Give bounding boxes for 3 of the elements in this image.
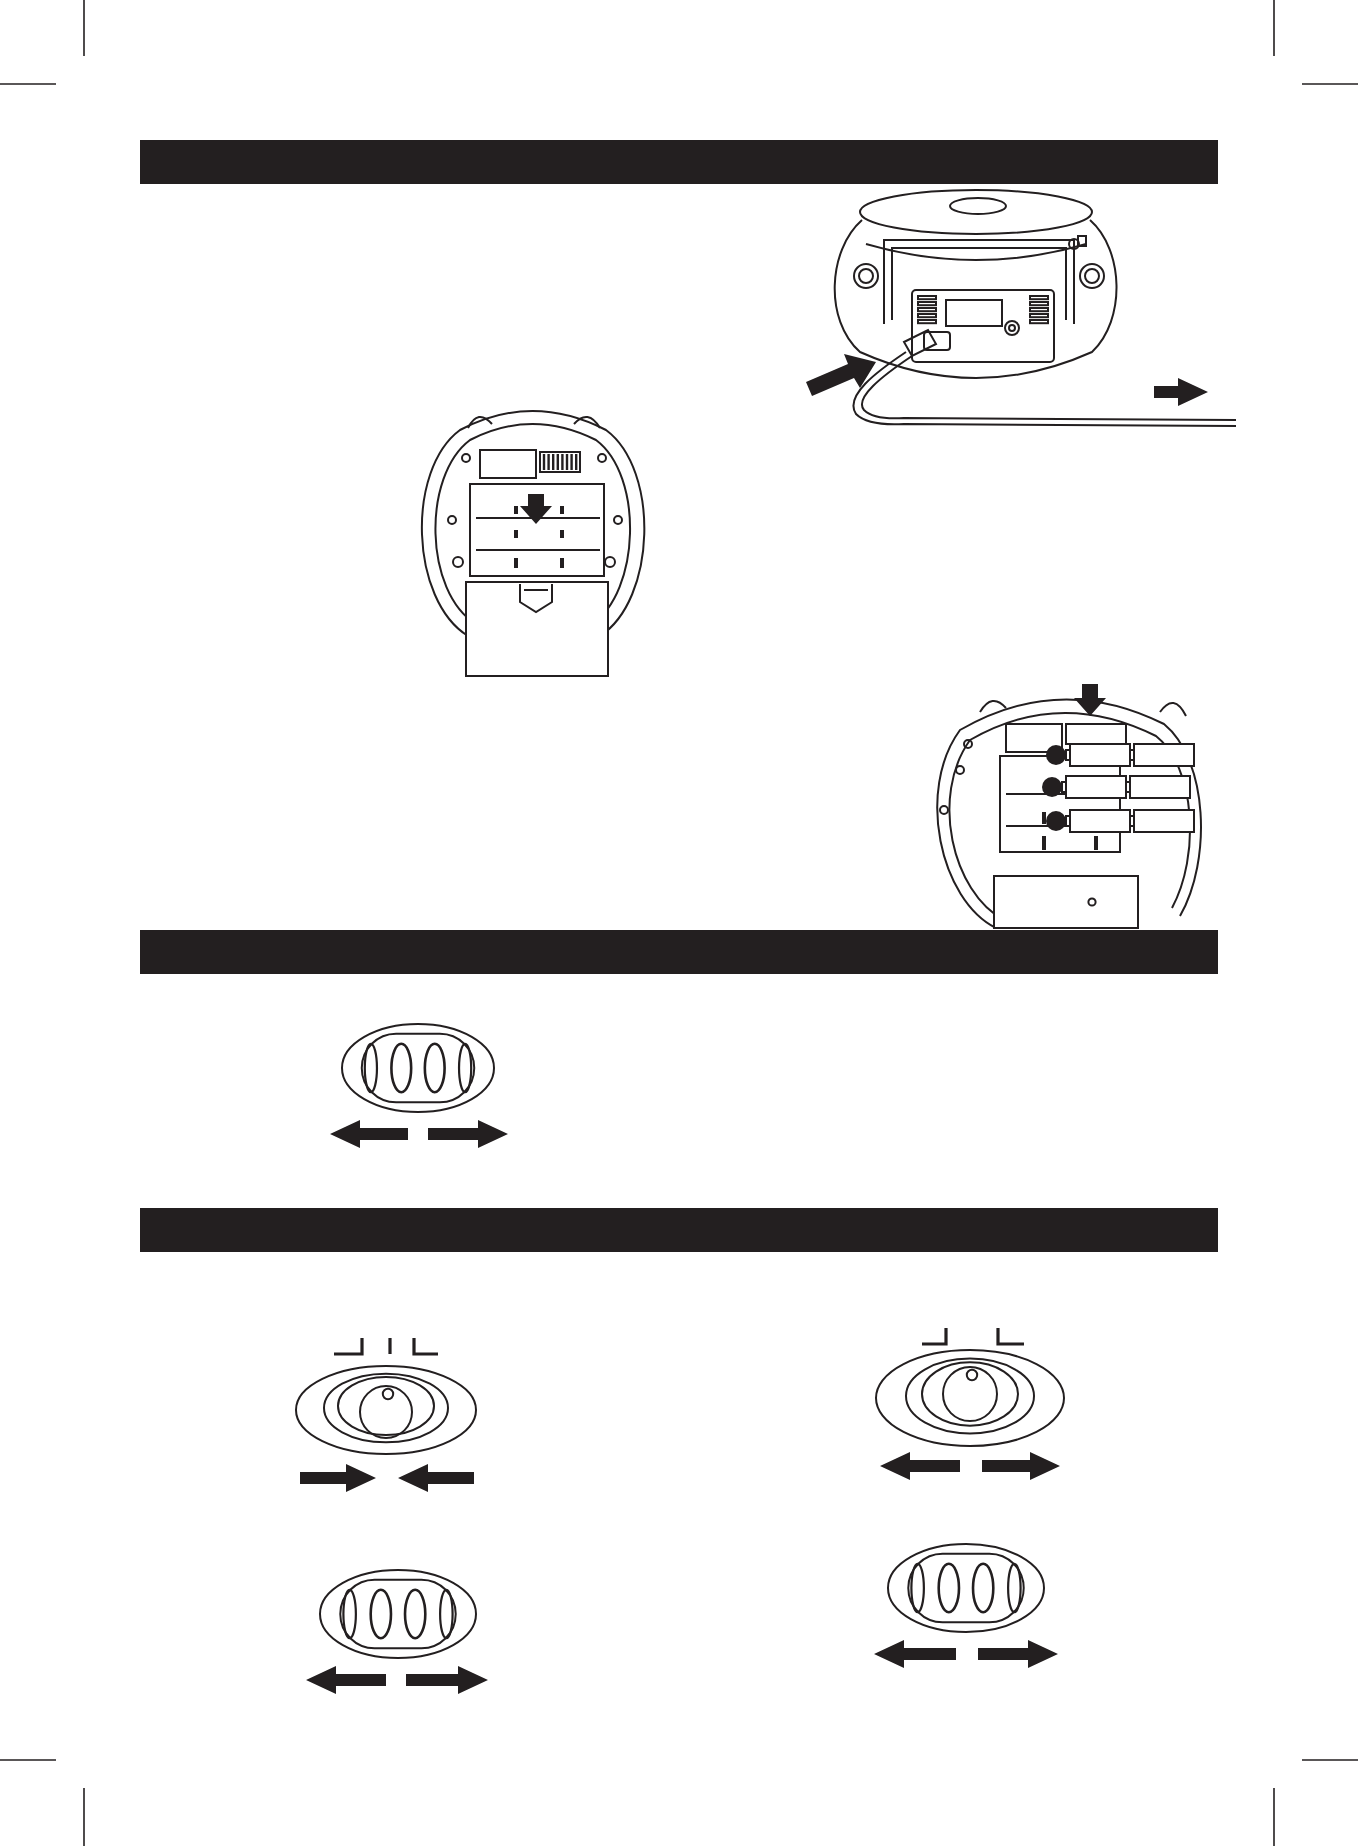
section-header-bar xyxy=(140,1208,1218,1252)
section-header-bar xyxy=(140,140,1218,184)
section-header-bar xyxy=(140,930,1218,974)
